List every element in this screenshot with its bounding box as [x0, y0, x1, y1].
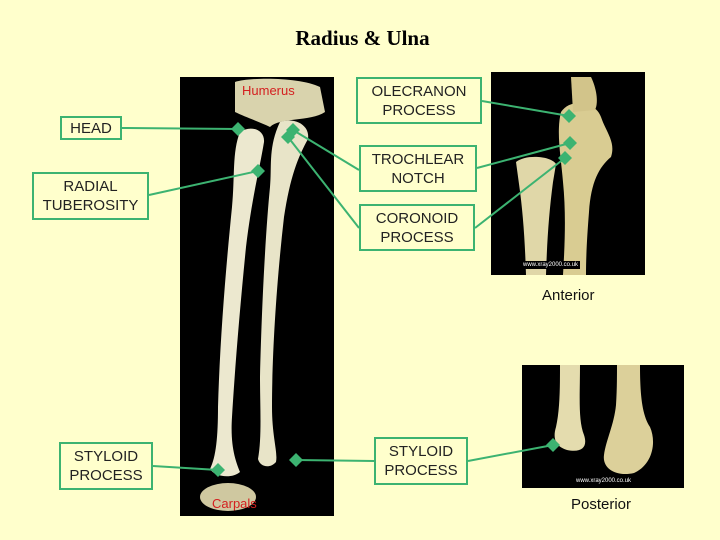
radial-tuberosity-label: RADIAL TUBEROSITY	[32, 172, 149, 220]
page-title: Radius & Ulna	[295, 26, 430, 50]
trochlear-notch-right-pointer	[476, 136, 577, 169]
forearm-photo: Humerus Carpals	[180, 77, 334, 516]
posterior-caption: Posterior	[571, 496, 632, 513]
olecranon-pointer	[481, 100, 576, 123]
forearm-bones-illustration	[200, 78, 325, 511]
photo-credit-top: www.xray2000.co.uk	[521, 261, 581, 269]
posterior-photo: www.xray2000.co.uk	[522, 365, 684, 488]
coronoid-process-label: CORONOID PROCESS	[359, 204, 475, 251]
styloid-process-right-label: STYLOID PROCESS	[374, 437, 468, 485]
trochlear-notch-left-pointer	[286, 123, 360, 171]
radial-tuberosity-pointer	[148, 164, 265, 196]
head-pointer	[121, 122, 245, 136]
photo-credit-bottom: www.xray2000.co.uk	[574, 477, 634, 485]
trochlear-notch-label: TROCHLEAR NOTCH	[359, 145, 477, 192]
posterior-bones-illustration	[554, 365, 654, 475]
head-label: HEAD	[60, 116, 122, 140]
coronoid-right-pointer	[474, 151, 572, 229]
styloid-process-left-label: STYLOID PROCESS	[59, 442, 153, 490]
styloid-right-pointer	[289, 453, 375, 467]
styloid-left-pointer	[152, 463, 225, 477]
coronoid-left-pointer	[281, 130, 360, 229]
anterior-photo: www.xray2000.co.uk	[491, 72, 645, 275]
humerus-label: Humerus	[242, 83, 295, 98]
olecranon-process-label: OLECRANON PROCESS	[356, 77, 482, 124]
carpals-label: Carpals	[212, 496, 257, 511]
anterior-caption: Anterior	[542, 287, 595, 304]
styloid-posterior-pointer	[467, 438, 560, 462]
